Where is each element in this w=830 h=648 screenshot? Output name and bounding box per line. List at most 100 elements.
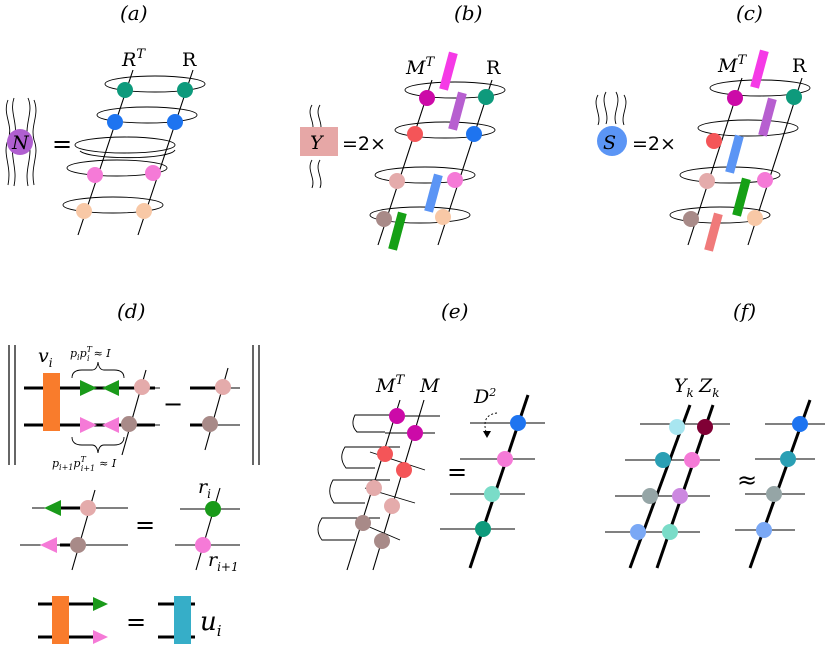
minus-sign: − (163, 390, 183, 418)
node-f-tealblue-2 (780, 451, 796, 467)
node-b-blue (466, 126, 482, 142)
node-f-gray (642, 488, 658, 504)
equals-sign-e: = (447, 458, 467, 486)
node-d-rose-1 (134, 379, 150, 395)
s-tensor (597, 126, 627, 156)
d2-label: D2 (473, 386, 496, 408)
coefficient-b: =2× (342, 133, 386, 155)
node-d-rose-3 (80, 500, 96, 516)
panel-c: S =2× MT R (595, 49, 811, 252)
panel-label-e: (e) (441, 299, 468, 323)
coefficient-c: =2× (632, 133, 676, 155)
node-e-pink (497, 451, 513, 467)
tri-pink-2 (93, 630, 108, 644)
y-tensor (300, 127, 338, 156)
mt-label-e: MT (375, 373, 405, 397)
bar-c-magenta (750, 49, 769, 89)
node-e-mauve-2 (374, 533, 390, 549)
n-tensor-label: N (11, 132, 30, 154)
r-label: R (182, 49, 197, 71)
node-a-blue-left (107, 114, 123, 130)
bar-b-blue (424, 173, 443, 213)
node-f-tealblue (655, 452, 671, 468)
node-a-pink-right (145, 165, 161, 181)
node-c-teal (786, 89, 802, 105)
equals-sign-d2: = (126, 608, 146, 636)
s-tensor-label: S (603, 132, 616, 154)
node-b-mauve (376, 211, 392, 227)
rt-label: RT (121, 47, 146, 71)
node-d-green (205, 501, 221, 517)
tri-green-2 (93, 597, 108, 611)
node-a-pink-left (87, 167, 103, 183)
node-e-blue (510, 415, 526, 431)
node-b-rose (389, 173, 405, 189)
node-e-red-2 (396, 462, 412, 478)
p-tri-bottom-right (80, 417, 97, 433)
u-label: ui (200, 607, 222, 640)
node-f-lavender (672, 488, 688, 504)
compress-arrow (484, 412, 498, 436)
node-f-lightblue (669, 419, 685, 435)
node-e-magenta-1 (389, 408, 405, 424)
node-e-red-1 (377, 446, 393, 462)
r-i-label: ri (198, 476, 211, 501)
bar-b-magenta (439, 51, 458, 91)
r-tri-green (44, 500, 61, 516)
node-f-mint (662, 524, 678, 540)
node-a-blue-right (167, 114, 183, 130)
node-e-magenta-2 (407, 425, 423, 441)
equals-sign: = (52, 130, 72, 158)
bar-c-green (732, 177, 751, 217)
node-b-peach (435, 209, 451, 225)
v-tensor (43, 373, 60, 431)
node-a-peach-right (136, 203, 152, 219)
bar-c-purple (758, 97, 777, 137)
node-a-teal-right (177, 82, 193, 98)
node-b-teal (478, 89, 494, 105)
node-e-rose-1 (366, 480, 382, 496)
node-a-teal-left (117, 82, 133, 98)
node-f-periwinkle (630, 524, 646, 540)
bar-c-salmon (704, 212, 723, 252)
r-label-b: R (486, 57, 501, 79)
node-d-mauve-3 (70, 537, 86, 553)
node-c-peach (747, 210, 763, 226)
node-f-maroon (697, 419, 713, 435)
panel-b: Y =2× MT R (300, 51, 506, 251)
v-tensor-2 (52, 596, 69, 644)
panel-e: MT M = D2 (317, 373, 545, 571)
node-c-magenta (727, 90, 743, 106)
s-legs (595, 91, 627, 126)
r-label-c: R (792, 55, 807, 77)
n-tensor (7, 129, 33, 155)
node-e-mauve-1 (355, 515, 371, 531)
node-a-peach-left (76, 203, 92, 219)
node-c-rose (699, 173, 715, 189)
mt-label-c: MT (717, 53, 747, 77)
yk-label: Yk (674, 375, 694, 400)
node-b-magenta (419, 90, 435, 106)
equals-sign-d1: = (135, 511, 155, 539)
node-f-pink (684, 452, 700, 468)
zk-label: Zk (698, 375, 719, 400)
node-f-gray-2 (766, 486, 782, 502)
node-b-pink (447, 172, 463, 188)
node-d-rose-2 (215, 379, 231, 395)
node-c-mauve (683, 211, 699, 227)
panel-label-c: (c) (736, 1, 763, 25)
node-e-mint (484, 486, 500, 502)
r-i1-label: ri+1 (208, 549, 239, 574)
node-c-red (706, 133, 722, 149)
u-tensor (174, 596, 191, 644)
node-d-mauve-2 (202, 416, 218, 432)
v-label: vi (38, 345, 53, 370)
m-label-e: M (419, 375, 440, 397)
y-tensor-label: Y (310, 132, 325, 154)
panel-label-b: (b) (454, 1, 482, 25)
node-b-red (407, 126, 423, 142)
p-tri-top-left (102, 380, 119, 396)
